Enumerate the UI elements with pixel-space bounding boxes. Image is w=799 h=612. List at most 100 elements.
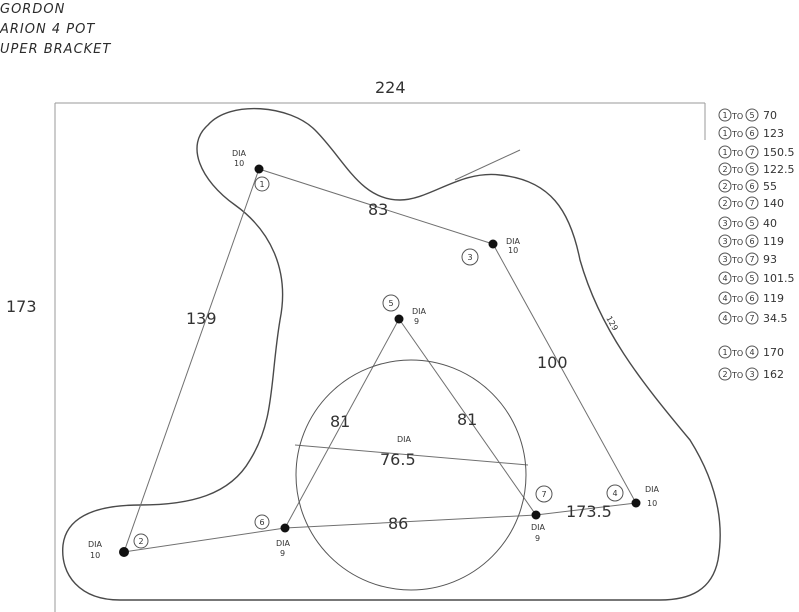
svg-text:7: 7: [541, 490, 546, 499]
distance-to: 6: [749, 182, 754, 191]
bracket-outline: [62, 107, 721, 601]
svg-text:4: 4: [612, 489, 617, 498]
distance-from: 1: [722, 111, 727, 120]
hole-1-dia: 10: [234, 159, 244, 168]
line-6-7: [284, 514, 537, 529]
distance-to: 5: [749, 111, 754, 120]
hole-7-dia: 9: [535, 534, 540, 543]
hole-1: [254, 164, 264, 174]
distance-to: 3: [749, 370, 754, 379]
distance-row: 2 TO 5 122.5: [718, 162, 795, 176]
distance-to: 6: [749, 237, 754, 246]
distance-to: 4: [749, 348, 754, 357]
distance-to: 7: [749, 148, 754, 157]
hole-4: [631, 498, 641, 508]
line-3-4: [492, 243, 637, 504]
hole-4-marker: 4 DIA 10: [606, 484, 660, 508]
hole-7: [531, 510, 541, 520]
distance-from: 2: [722, 165, 727, 174]
line-1-2: [123, 168, 260, 553]
distance-to-word: TO: [731, 238, 743, 247]
hole-5-dia-label: DIA: [412, 307, 427, 316]
svg-text:3: 3: [467, 253, 472, 262]
line-1-3: [258, 168, 494, 245]
distance-from: 4: [722, 294, 727, 303]
distance-value: 122.5: [763, 163, 795, 176]
svg-text:6: 6: [259, 518, 264, 527]
overall-width: 224: [375, 78, 406, 97]
distance-from: 2: [722, 199, 727, 208]
distance-to: 7: [749, 314, 754, 323]
hole-5-dia: 9: [414, 317, 419, 326]
distance-to-word: TO: [731, 349, 743, 358]
line-7-4: [535, 502, 637, 516]
distance-to-word: TO: [731, 130, 743, 139]
hole-5-marker: 5 DIA 9: [382, 294, 427, 326]
hole-2-dia: 10: [90, 551, 100, 560]
distance-from: 4: [722, 314, 727, 323]
hole-4-dia: 10: [647, 499, 657, 508]
distance-to-word: TO: [731, 371, 743, 380]
distance-to: 5: [749, 219, 754, 228]
line-2-6: [123, 527, 286, 553]
svg-text:1: 1: [259, 180, 264, 189]
title-line-3: UPER BRACKET: [0, 42, 112, 57]
distance-value: 170: [763, 346, 784, 359]
overall-height: 173: [6, 297, 37, 316]
edge-tick: [454, 149, 521, 181]
hole-1-dia-label: DIA: [232, 149, 247, 158]
hole-2: [119, 547, 129, 557]
distance-row: 3 TO 6 119: [718, 234, 784, 248]
circle-dia-line: [294, 444, 529, 466]
hole-6-dia-label: DIA: [276, 539, 291, 548]
distance-from: 2: [722, 370, 727, 379]
dim-5-7: 81: [457, 410, 477, 429]
hole-1-marker: 1 DIA 10: [232, 149, 270, 192]
distance-value: 119: [763, 235, 784, 248]
distance-to-word: TO: [731, 166, 743, 175]
svg-text:5: 5: [388, 299, 393, 308]
dim-6-7: 86: [388, 514, 408, 533]
hole-2-marker: 2 DIA 10: [88, 533, 149, 560]
distance-row: 4 TO 7 34.5: [718, 311, 788, 325]
distance-value: 34.5: [763, 312, 788, 325]
distance-to-word: TO: [731, 200, 743, 209]
line-5-7: [398, 318, 537, 516]
center-cutout-circle: [295, 359, 527, 591]
circle-dia: 76.5: [380, 450, 416, 469]
hole-3: [488, 239, 498, 249]
hole-5: [394, 314, 404, 324]
distance-to-word: TO: [731, 220, 743, 229]
distance-from: 2: [722, 182, 727, 191]
distance-from: 3: [722, 237, 727, 246]
hole-3-dia: 10: [508, 246, 518, 255]
distance-to-word: TO: [731, 315, 743, 324]
svg-text:2: 2: [138, 537, 143, 546]
circle-dia-label: DIA: [397, 435, 412, 444]
dim-1-3: 83: [368, 200, 388, 219]
distance-from: 3: [722, 219, 727, 228]
page-border: [54, 102, 705, 612]
title-line-2: ARION 4 POT: [0, 22, 96, 37]
distance-value: 55: [763, 180, 777, 193]
dim-5-6: 81: [330, 412, 350, 431]
distance-to: 5: [749, 165, 754, 174]
hole-4-dia-label: DIA: [645, 485, 660, 494]
distance-from: 1: [722, 129, 727, 138]
dim-7-4: 173.5: [566, 502, 612, 521]
distance-value: 119: [763, 292, 784, 305]
distance-to: 6: [749, 129, 754, 138]
distance-from: 4: [722, 274, 727, 283]
distance-to-word: TO: [731, 112, 743, 121]
distance-to-word: TO: [731, 275, 743, 284]
distance-to: 6: [749, 294, 754, 303]
